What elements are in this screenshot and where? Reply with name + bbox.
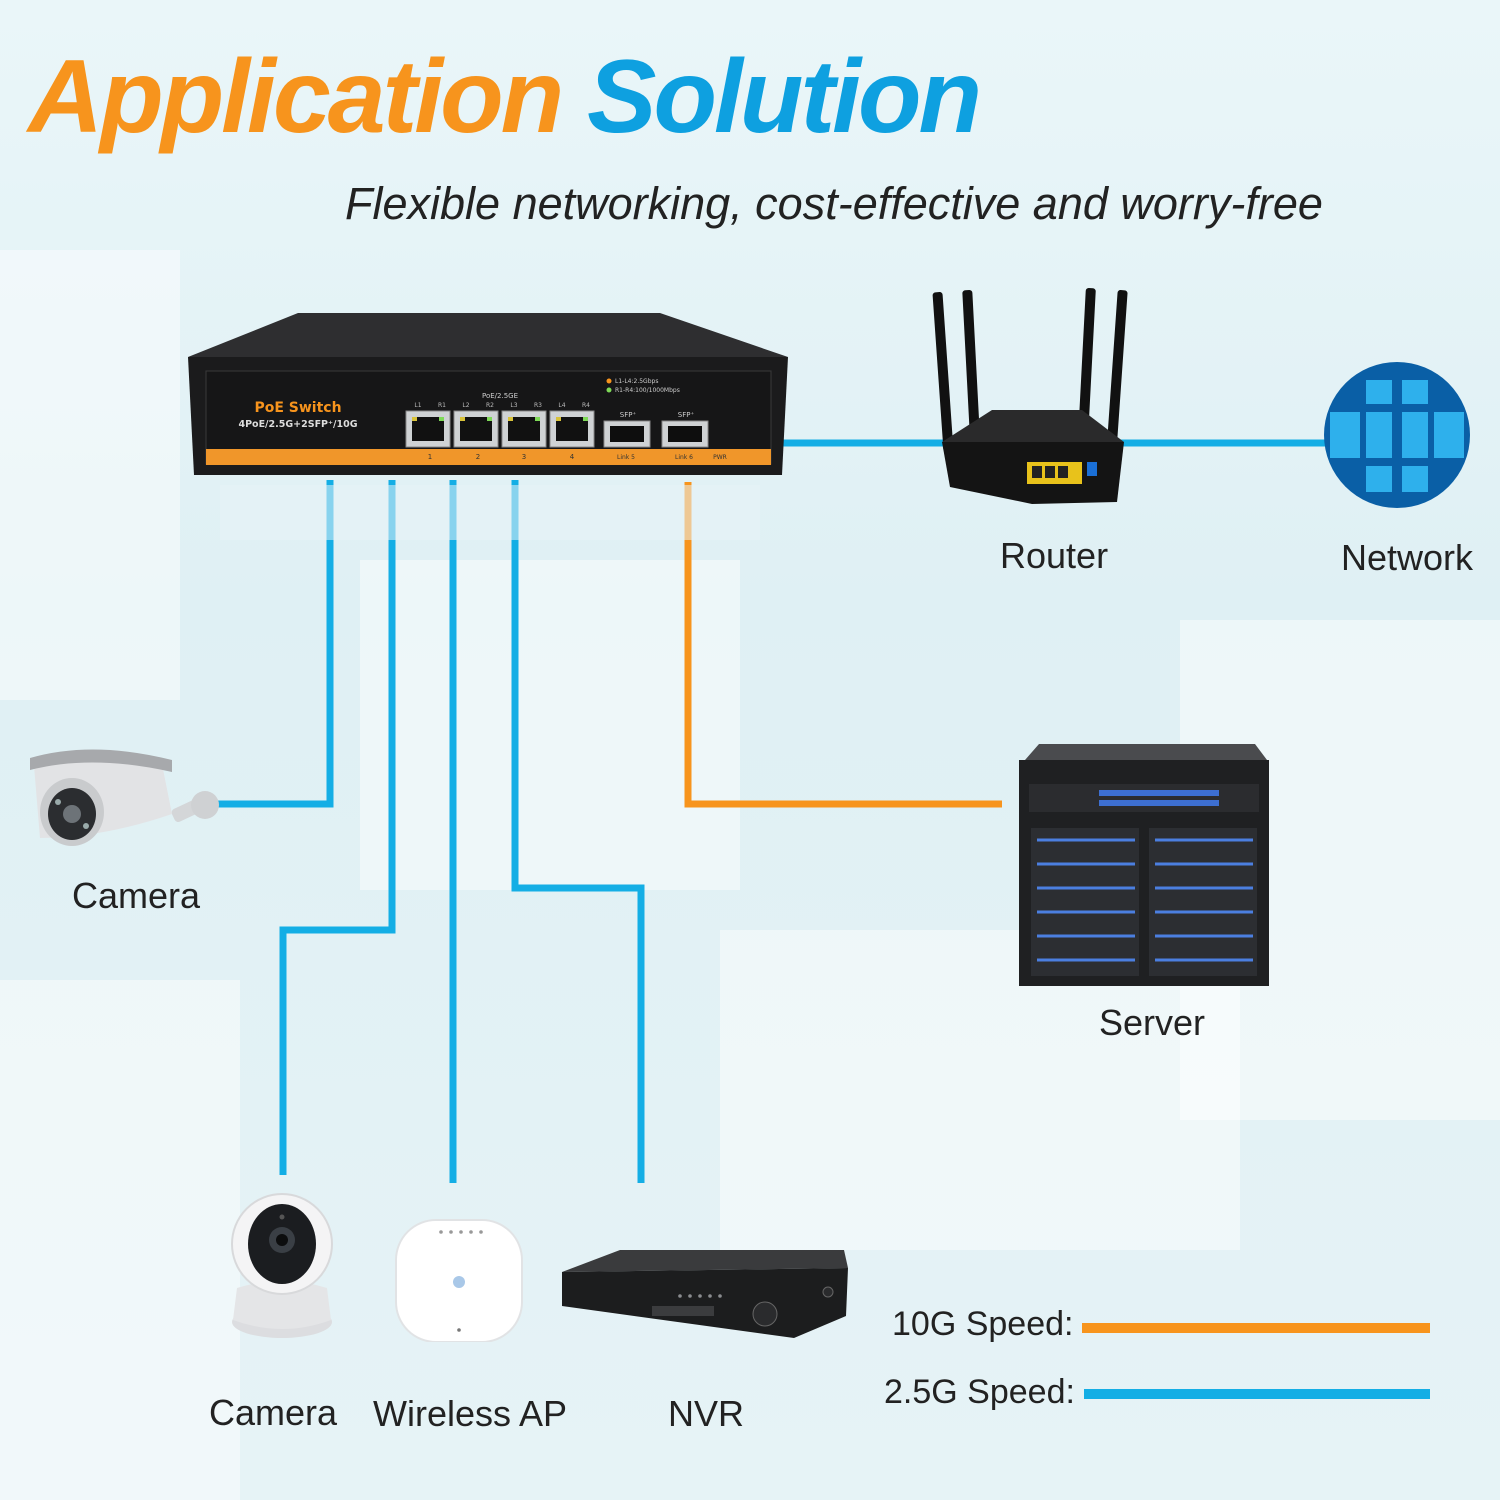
port-number: 4 <box>570 453 575 461</box>
port-number: 3 <box>522 453 526 461</box>
server-icon <box>1019 744 1269 986</box>
led-legend-2: R1-R4:100/1000Mbps <box>615 387 680 394</box>
led-legend-orange-dot <box>606 378 612 384</box>
bullet-camera-icon <box>30 749 219 846</box>
port-led-label: L3 <box>510 402 517 409</box>
page-title: Application Solution <box>28 39 982 155</box>
server-label: Server <box>1099 1002 1206 1043</box>
dome-camera-label: Camera <box>209 1392 338 1433</box>
rj45-port-4 <box>549 410 595 448</box>
nvr-icon <box>562 1250 848 1338</box>
legend-2-5g-swatch <box>1084 1389 1430 1399</box>
wireless-ap-label: Wireless AP <box>373 1393 568 1434</box>
port-led-label: R2 <box>486 402 494 409</box>
wireless-ap-icon <box>395 1219 523 1342</box>
rj45-port-3 <box>501 410 547 448</box>
legend-2-5g-label: 2.5G Speed: <box>884 1373 1075 1411</box>
port-led-label: L4 <box>558 402 565 409</box>
router-label: Router <box>1000 535 1109 576</box>
title-part-2: Solution <box>587 39 982 155</box>
link-5-label: Link 5 <box>617 454 635 461</box>
poe-switch: PoE Switch 4PoE/2.5G+2SFP⁺/10G PoE/2.5GE… <box>188 313 788 540</box>
port-number: 2 <box>476 453 480 461</box>
port-led-label: R3 <box>534 402 542 409</box>
port-led-label: L1 <box>414 402 421 409</box>
globe-icon <box>1324 362 1470 508</box>
port-led-label: R4 <box>582 402 590 409</box>
sfp-port-6 <box>661 420 709 448</box>
switch-group-label: PoE/2.5GE <box>482 392 518 400</box>
link-switch-dome-camera <box>279 480 396 1175</box>
nvr-label: NVR <box>668 1393 745 1434</box>
title-part-1: Application <box>28 39 564 155</box>
switch-name: PoE Switch <box>254 400 341 416</box>
port-number: 1 <box>428 453 432 461</box>
pwr-label: PWR <box>713 454 727 461</box>
bullet-camera-label: Camera <box>72 875 201 916</box>
port-led-label: R1 <box>438 402 446 409</box>
link-switch-nvr <box>511 480 645 1183</box>
page-subtitle: Flexible networking, cost-effective and … <box>345 178 1323 229</box>
rj45-port-2 <box>453 410 499 448</box>
sfp-label: SFP⁺ <box>678 411 695 419</box>
link-switch-server <box>684 482 1002 808</box>
rj45-port-1 <box>405 410 451 448</box>
sfp-port-5 <box>603 420 651 448</box>
link-switch-bullet-camera <box>218 480 334 808</box>
sfp-label: SFP⁺ <box>620 411 637 419</box>
network-label: Network <box>1341 537 1474 578</box>
router-icon <box>932 287 1128 504</box>
port-led-label: L2 <box>462 402 469 409</box>
dome-camera-icon <box>231 1193 333 1338</box>
link-6-label: Link 6 <box>675 454 693 461</box>
led-legend-1: L1-L4:2.5Gbps <box>615 378 658 385</box>
legend-10g-swatch <box>1082 1323 1430 1333</box>
legend-10g-label: 10G Speed: <box>892 1305 1074 1343</box>
led-legend-green-dot <box>606 387 612 393</box>
switch-model: 4PoE/2.5G+2SFP⁺/10G <box>238 419 357 430</box>
